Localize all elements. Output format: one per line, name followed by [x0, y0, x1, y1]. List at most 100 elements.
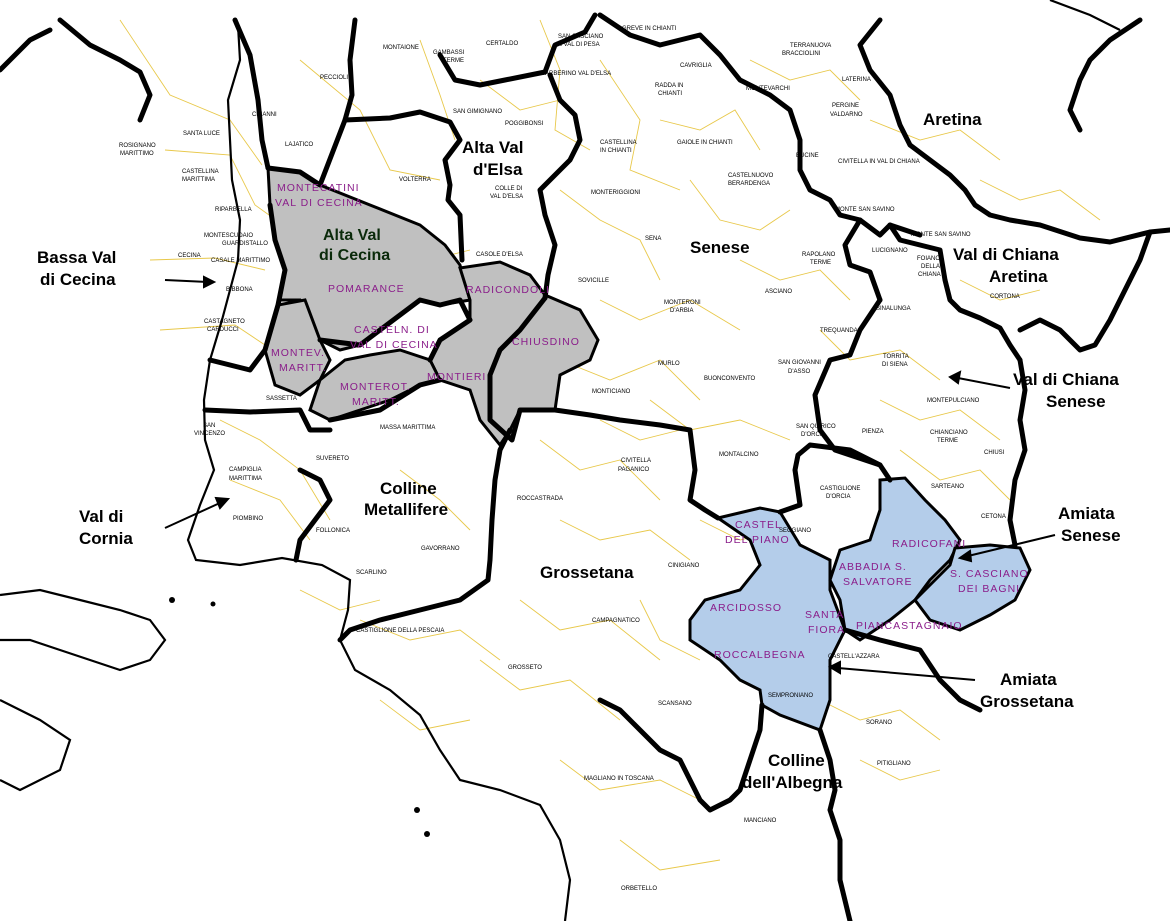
town-label: TERRANUOVA — [790, 43, 831, 49]
town-label: BRACCIOLINI — [782, 51, 821, 57]
town-label: LAJATICO — [285, 142, 314, 148]
town-label: SAN GIOVANNI — [778, 360, 821, 366]
town-label: CHIANTI — [658, 91, 682, 97]
town-label: SAN — [203, 423, 215, 429]
town-label: MONTE SAN SAVINO — [911, 232, 971, 238]
town-label: CERTALDO — [486, 41, 518, 47]
town-label: LATERINA — [842, 77, 871, 83]
town-label: SINALUNGA — [876, 306, 911, 312]
town-label: CASTELL'AZZARA — [828, 654, 880, 660]
town-label: SARTEANO — [931, 484, 964, 490]
town-label: CIVITELLA IN VAL DI CHIANA — [838, 159, 920, 165]
town-label: DELLA — [921, 264, 940, 270]
zone-borders — [0, 12, 1170, 921]
town-label: BUCINE — [796, 153, 819, 159]
town-label: CHIANA — [918, 272, 941, 278]
town-label: GUARDISTALLO — [222, 241, 268, 247]
town-label: CINIGIANO — [668, 563, 700, 569]
town-label: TERME — [810, 260, 831, 266]
town-label: VALDARNO — [830, 112, 863, 118]
arrows — [164, 275, 1056, 681]
town-label: D'ORCIA — [801, 432, 825, 438]
town-label: SASSETTA — [266, 396, 297, 402]
town-label: MARITTIMA — [229, 476, 262, 482]
town-label: BUONCONVENTO — [704, 376, 756, 382]
town-labels: MONTAIONE CERTALDO SAN CASCIANO IN VAL D… — [119, 26, 1020, 892]
town-label: PAGANICO — [618, 467, 650, 473]
town-label: D'ASSO — [788, 369, 810, 375]
town-label: TERME — [443, 58, 464, 64]
town-label: IN CHIANTI — [600, 148, 632, 154]
town-label: CHIUSI — [984, 450, 1005, 456]
town-label: VAL D'ELSA — [490, 194, 523, 200]
town-label: CORTONA — [990, 294, 1020, 300]
town-label: FOLLONICA — [316, 528, 350, 534]
town-label: CHIANNI — [252, 112, 277, 118]
town-label: TREQUANDA — [820, 328, 858, 334]
town-label: LUCIGNANO — [872, 248, 908, 254]
highlighted-town-label: MONTEROT.MARITT. — [340, 381, 411, 408]
town-label: PECCIOLI — [320, 75, 348, 81]
town-label: TORRITA — [883, 354, 909, 360]
town-label: CASALE MARITTIMO — [211, 258, 270, 264]
town-label: D'ARBIA — [670, 308, 693, 314]
town-label: MONTE SAN SAVINO — [835, 207, 895, 213]
town-label: MONTERONI — [664, 300, 701, 306]
town-label: CASTELLINA — [600, 140, 637, 146]
town-label: GAMBASSI — [433, 50, 465, 56]
town-label: GREVE IN CHIANTI — [622, 26, 677, 32]
town-label: MONTESCUDAIO — [204, 233, 253, 239]
town-label: RADDA IN — [655, 83, 683, 89]
town-label: CASOLE D'ELSA — [476, 252, 523, 258]
town-label: ROCCASTRADA — [517, 496, 563, 502]
town-label: CETONA — [981, 514, 1006, 520]
town-label: MONTEVARCHI — [746, 86, 790, 92]
town-label: COLLE DI — [495, 186, 523, 192]
town-label: ASCIANO — [765, 289, 792, 295]
town-label: GROSSETO — [508, 665, 542, 671]
alta-val-di-cecina-area — [263, 166, 600, 448]
town-label: MAGLIANO IN TOSCANA — [584, 776, 654, 782]
town-label: SANTA LUCE — [183, 131, 220, 137]
town-label: TERME — [937, 438, 958, 444]
town-label: SEMPRONIANO — [768, 693, 813, 699]
town-label: MONTAIONE — [383, 45, 419, 51]
town-label: CIVITELLA — [621, 458, 651, 464]
town-label: MONTERIGGIONI — [591, 190, 641, 196]
town-label: IN VAL DI PESA — [556, 42, 600, 48]
town-label: CASTIGLIONE DELLA PESCAIA — [356, 628, 444, 634]
town-label: FOIANO — [917, 256, 940, 262]
town-label: PERGINE — [832, 103, 859, 109]
town-label: VINCENZO — [194, 431, 225, 437]
town-label: SAN GIMIGNANO — [453, 109, 502, 115]
town-label: MARITTIMA — [182, 177, 215, 183]
town-label: CECINA — [178, 253, 201, 259]
zone-label-senese: Senese — [690, 238, 750, 257]
highlighted-town-label: POMARANCE — [328, 283, 405, 295]
highlighted-town-label: MONTIERI — [427, 371, 486, 383]
town-label: SCANSANO — [658, 701, 692, 707]
town-label: SUVERETO — [316, 456, 349, 462]
town-label: CASTIGLIONE — [820, 486, 860, 492]
highlighted-town-label: ARCIDOSSO — [710, 602, 782, 614]
town-label: ORBETELLO — [621, 886, 657, 892]
town-label: BIBBONA — [226, 287, 253, 293]
town-label: BARBERINO VAL D'ELSA — [541, 71, 611, 77]
town-label: SOVICILLE — [578, 278, 609, 284]
highlighted-town-label: ROCCALBEGNA — [714, 649, 806, 661]
town-label: SEGGIANO — [779, 528, 811, 534]
